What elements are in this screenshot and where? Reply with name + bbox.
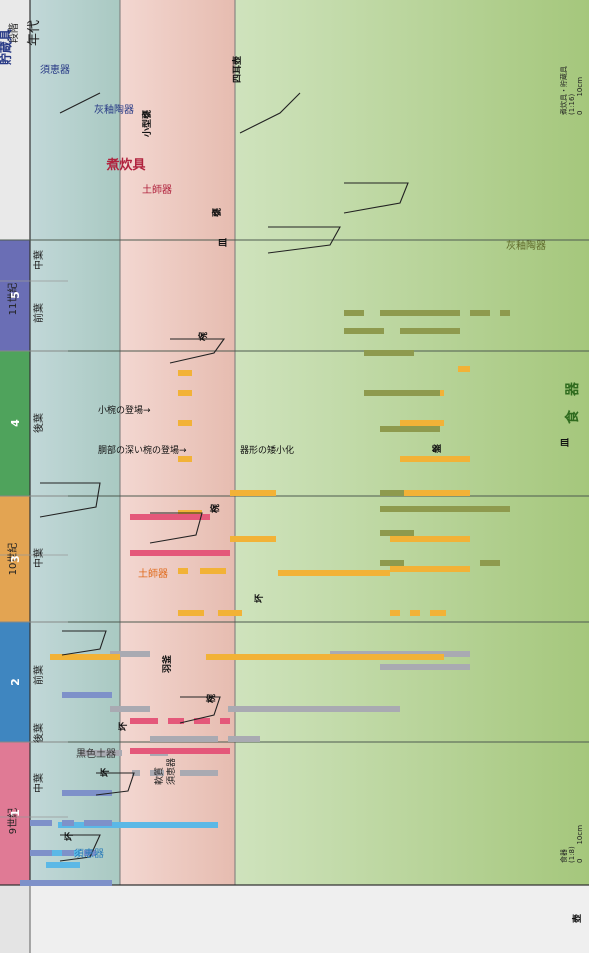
stage-number-5: 5 — [9, 291, 22, 299]
vessel-label-tuki-2: 坏 — [99, 768, 111, 777]
era-11-early: 前葉 — [32, 303, 45, 323]
label-cook-hajiki: 土師器 — [142, 183, 172, 196]
vessel-label-ban: 盤 — [431, 443, 443, 454]
era-9-mid: 中葉 — [32, 773, 45, 793]
header-nendai: 年代 — [27, 20, 42, 46]
header-cooking: 煮炊具 — [105, 157, 145, 173]
vessel-label-tuki-4: 坏 — [253, 594, 265, 603]
era-10-mid: 中葉 — [32, 548, 45, 568]
label-nanshitsu-2: 須恵器 — [165, 758, 177, 785]
vessel-label-kame: 甕 — [211, 208, 223, 217]
label-nanshitsu-1: 軟質 — [153, 767, 165, 785]
vessel-label-tuki-3: 坏 — [117, 722, 129, 731]
vessel-label-tuki-1: 坏 — [63, 832, 75, 841]
vessel-label-shijiko: 四耳壺 — [231, 56, 243, 83]
label-store-kaiyu: 灰釉陶器 — [94, 103, 134, 116]
era-11-mid: 中葉 — [32, 250, 45, 270]
scale-table-ratio: (1:8) — [568, 846, 576, 863]
scale-cook-ratio: (1:16) — [568, 94, 576, 115]
vessel-label-kogata-kame: 小型甕 — [141, 110, 153, 138]
vessel-label-sara-2: 皿 — [560, 438, 571, 447]
note-deep-bowl: 胴部の深い椀の登場→ — [98, 444, 187, 456]
vessel-label-tsubo: 壺 — [571, 914, 583, 923]
note-shrink: 器形の矮小化 — [240, 444, 294, 456]
era-9-late: 後葉 — [32, 723, 45, 743]
label-hajiki: 土師器 — [138, 567, 168, 580]
label-sue: 須恵器 — [74, 847, 104, 860]
stage-number-3: 3 — [9, 555, 22, 563]
stage-number-2: 2 — [9, 678, 22, 686]
vessel-label-wan-1: 椀 — [205, 694, 217, 704]
label-store-sue: 須恵器 — [40, 63, 70, 76]
label-kaiyu: 灰釉陶器 — [506, 239, 546, 252]
tableware-panel — [235, 0, 589, 885]
vessel-label-sara-1: 皿 — [218, 238, 229, 247]
scale-table-label: 食器 — [559, 849, 568, 863]
vessel-label-wan-2: 椀 — [209, 504, 221, 514]
era-10-late: 後葉 — [32, 413, 45, 433]
vessel-label-wan-3: 椀 — [197, 332, 209, 342]
stage-number-1: 1 — [9, 809, 22, 817]
scale-cook-label: 煮炊具・貯蔵具 — [559, 66, 568, 115]
header-storage: 貯蔵具 — [0, 29, 13, 65]
vessel-label-hagama: 羽釜 — [161, 654, 173, 673]
era-10-early: 前葉 — [32, 665, 45, 685]
era-11-century: 11世紀 — [6, 283, 19, 316]
header-tableware: 食 器 — [564, 381, 581, 424]
stage-number-4: 4 — [9, 419, 22, 427]
label-kokushoku: 黒色土器 — [76, 747, 116, 760]
scale-cook-marks: 0 10cm — [576, 77, 584, 115]
era-header — [0, 885, 30, 953]
scale-table-marks: 0 10cm — [576, 825, 584, 863]
note-small-bowl: 小椀の登場→ — [98, 404, 151, 416]
